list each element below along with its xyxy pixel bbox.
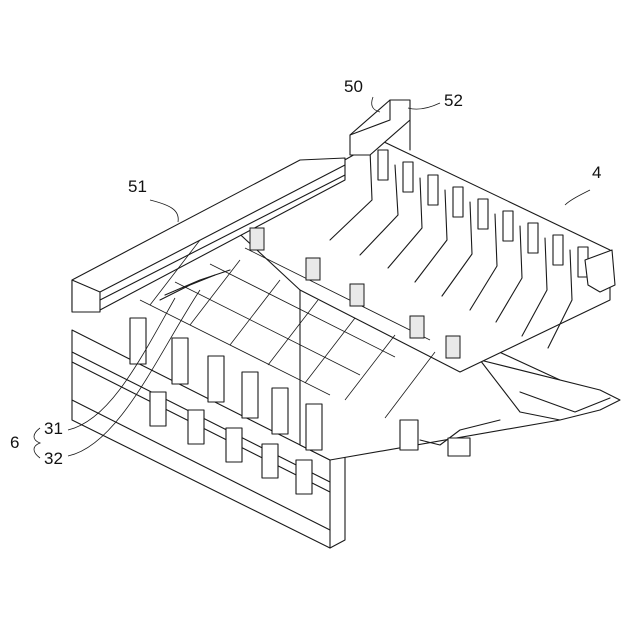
ref-label-6: 6 [10, 434, 19, 451]
ref-label-4: 4 [592, 164, 601, 181]
ref-label-51: 51 [128, 178, 147, 195]
contact-spring-lines [160, 270, 230, 300]
ref-label-31: 31 [44, 420, 63, 437]
ref-label-52: 52 [444, 92, 463, 109]
ref-label-50: 50 [344, 78, 363, 95]
ref-label-32: 32 [44, 450, 63, 467]
part-50-block [350, 100, 410, 155]
